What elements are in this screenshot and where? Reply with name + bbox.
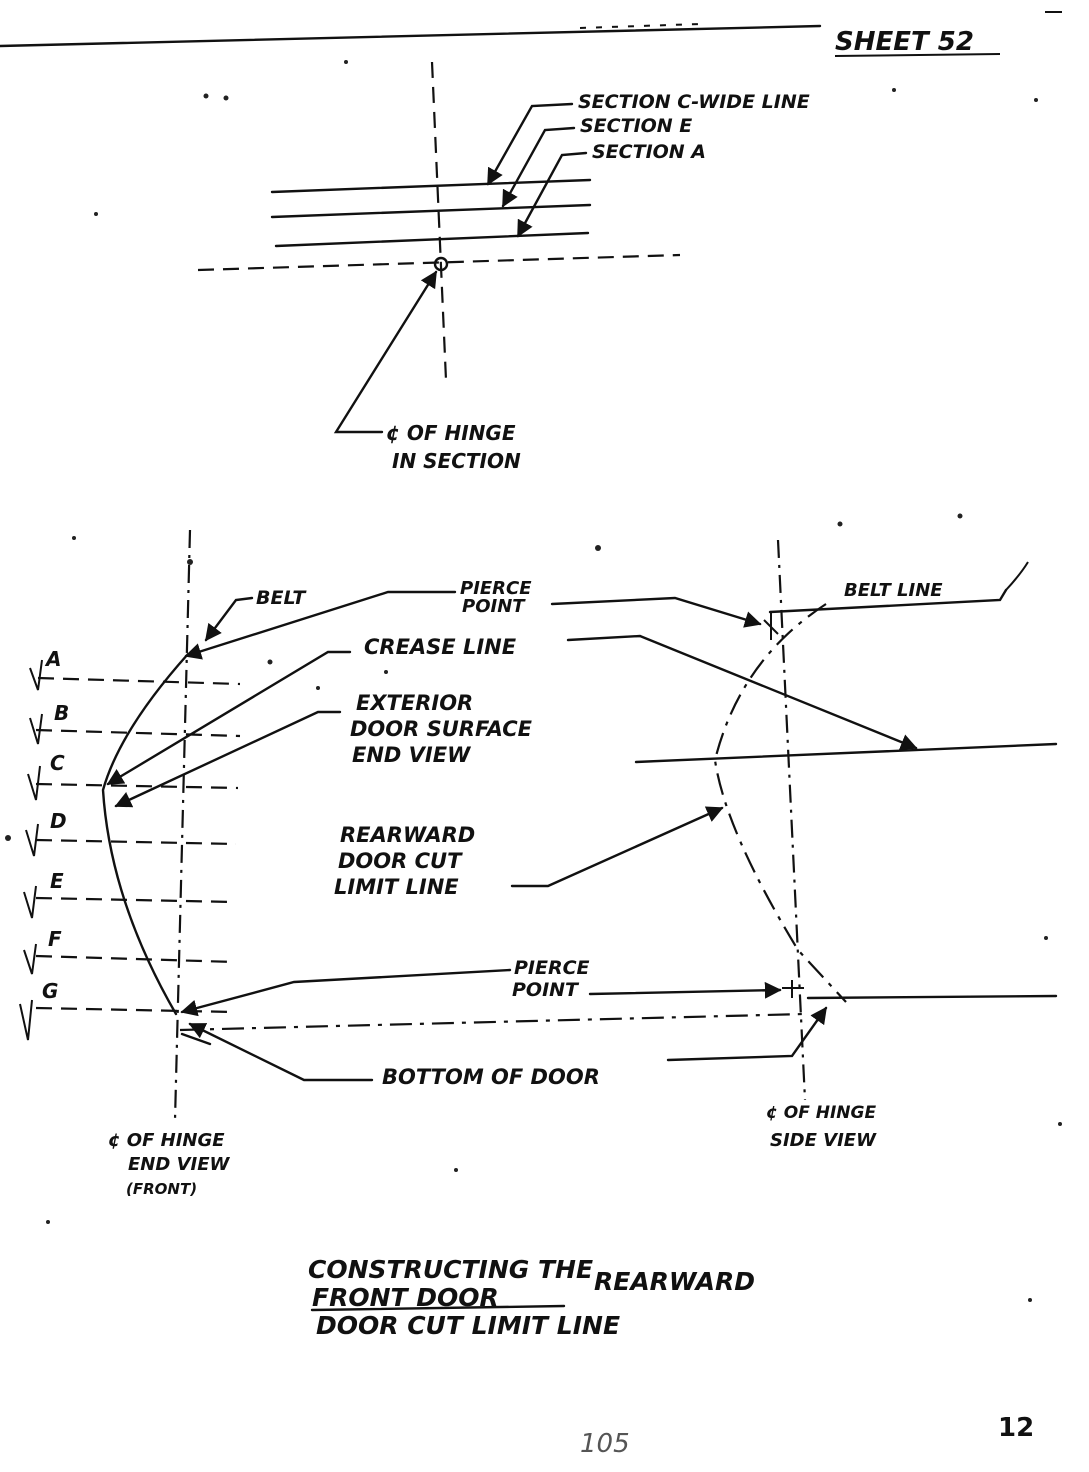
- section-letter-e: E: [50, 869, 64, 893]
- section-dash-lines: [35, 676, 241, 1014]
- exterior-label-1: EXTERIOR: [356, 691, 473, 715]
- rearward-label-2: DOOR CUT: [338, 849, 463, 873]
- bottom-of-door-label: BOTTOM OF DOOR: [382, 1065, 600, 1089]
- section-letter-a: A: [44, 647, 61, 671]
- exterior-label-2: DOOR SURFACE: [350, 717, 533, 741]
- bottom-of-door-line: [179, 1012, 806, 1032]
- section-line-c: [35, 782, 239, 790]
- main-door-diagram: A B C D E F G: [19, 529, 1058, 1198]
- section-c-line: [270, 178, 592, 194]
- section-letter-c: C: [50, 751, 65, 775]
- hinge-vertical-centerline: [430, 61, 448, 381]
- belt-label: BELT: [256, 587, 307, 609]
- section-e-leader: [501, 126, 576, 208]
- scan-specks: [5, 60, 1062, 1302]
- rearward-door-cut-limit-line: [713, 603, 847, 1003]
- crease-line-leader-right: [566, 634, 918, 751]
- caption-line-1: CONSTRUCTING THE: [308, 1255, 593, 1284]
- section-letter-b: B: [54, 701, 69, 725]
- hinge-side-view-label-2: SIDE VIEW: [770, 1130, 877, 1151]
- bottom-of-door-leader-right: [666, 1006, 828, 1062]
- caption-underline: [310, 1304, 566, 1312]
- hinge-end-view-label-2: END VIEW: [128, 1154, 230, 1175]
- sheet-label: SHEET 52: [834, 27, 1001, 57]
- section-letter-f: F: [48, 927, 62, 951]
- belt-line: [768, 588, 1008, 614]
- section-a-line: [274, 231, 590, 248]
- svg-text:SHEET 52: SHEET 52: [835, 27, 974, 57]
- exterior-door-surface-curve: [101, 652, 190, 1016]
- hinge-end-view-centerline: [173, 529, 192, 1121]
- bottom-horizontal-right: [806, 994, 1058, 1000]
- rearward-leader: [510, 806, 724, 888]
- section-a-leader: [516, 151, 588, 238]
- section-line-e: [35, 896, 235, 904]
- pierce-point-top-leader-left: [184, 590, 457, 660]
- hinge-in-section-label-2: IN SECTION: [392, 449, 521, 473]
- crease-line-label: CREASE LINE: [364, 635, 517, 659]
- section-letters: A B C D E F G: [19, 647, 69, 1041]
- section-line-g: [35, 1006, 235, 1014]
- hinge-in-section-label-1: ¢ OF HINGE: [386, 421, 516, 445]
- exterior-label-3: END VIEW: [352, 743, 471, 767]
- section-a-label: SECTION A: [592, 141, 706, 163]
- hinge-point: [433, 256, 449, 272]
- hinge-in-section-leader: [333, 270, 438, 434]
- section-line-d: [35, 838, 237, 846]
- section-letter-g: G: [42, 979, 58, 1003]
- pierce-point-bottom-label-1: PIERCE: [514, 957, 590, 979]
- section-letter-d: D: [50, 809, 67, 833]
- section-line-a: [37, 676, 241, 686]
- pierce-point-bottom-leader-right: [588, 981, 782, 999]
- figure-caption: CONSTRUCTING THE FRONT DOOR REARWARD DOO…: [308, 1255, 755, 1340]
- section-e-label: SECTION E: [580, 115, 692, 137]
- hinge-end-view-label-1: ¢ OF HINGE: [108, 1130, 225, 1151]
- section-e-line: [270, 203, 592, 219]
- section-c-leader: [486, 102, 574, 186]
- section-line-f: [35, 954, 235, 964]
- belt-line-label: BELT LINE: [844, 580, 943, 601]
- hinge-side-view-label-1: ¢ OF HINGE: [766, 1103, 876, 1123]
- belt-leader: [204, 596, 254, 642]
- pierce-point-top-label-2: POINT: [462, 596, 526, 617]
- pierce-point-top-leader-right: [550, 596, 762, 628]
- section-c-label: SECTION C-WIDE LINE: [578, 91, 810, 113]
- section-line-b: [35, 728, 241, 738]
- pierce-point-bottom-label-2: POINT: [512, 979, 580, 1001]
- exterior-surface-leader: [114, 710, 342, 808]
- pierce-point-bottom-leader-left: [180, 968, 512, 1017]
- hinge-horizontal-centerline: [197, 253, 681, 272]
- rearward-label-1: REARWARD: [340, 823, 475, 847]
- hinge-end-view-label-3: (FRONT): [126, 1180, 197, 1198]
- top-section-diagram: SECTION C-WIDE LINE SECTION E SECTION A …: [197, 61, 810, 473]
- caption-line-3: DOOR CUT LIMIT LINE: [316, 1311, 620, 1340]
- hinge-side-view-centerline: [776, 539, 807, 1101]
- rearward-label-3: LIMIT LINE: [334, 875, 459, 899]
- caption-line-2-rest: REARWARD: [594, 1267, 755, 1296]
- crease-line-horizontal: [634, 742, 1058, 764]
- crease-line-leader-left: [106, 650, 352, 786]
- bottom-of-door-leader-left: [188, 1022, 374, 1082]
- pierce-point-top-label-1: PIERCE: [460, 578, 532, 599]
- page-number-handwritten: 105: [580, 1429, 630, 1459]
- corner-number: 12: [998, 1413, 1034, 1443]
- top-rule: [0, 11, 1062, 48]
